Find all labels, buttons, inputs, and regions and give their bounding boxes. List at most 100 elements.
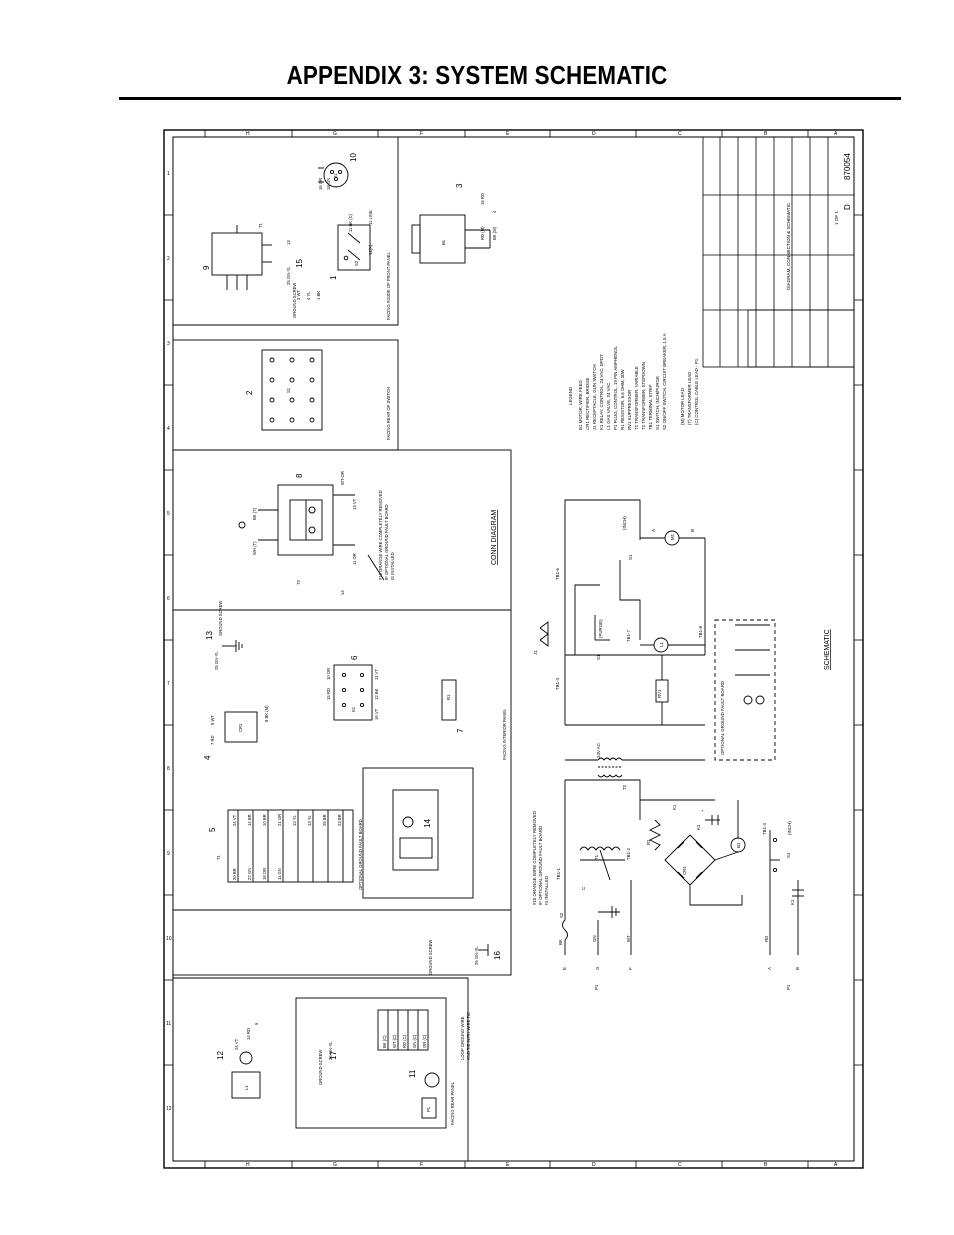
zone-number-6: 6 <box>167 596 170 602</box>
ground-screw-note-2: GROUND SCREW <box>218 601 223 636</box>
tb1-wire-22gn: 22 GN <box>247 868 252 880</box>
t1-label: T1 <box>258 222 263 228</box>
p1-plug <box>421 1097 437 1119</box>
callout-14: 14 <box>423 819 432 828</box>
zone-label-b-bottom: B <box>764 1162 768 1168</box>
sch-wire-gn: GN <box>592 935 597 942</box>
front-panel-labels: 3 WT 4 YL 1 BK 25 GN-YL 13 T1 GROUND SCR… <box>258 173 497 320</box>
tb1-wire-12yl: 12 YL <box>292 814 297 826</box>
callout-8: 8 <box>295 473 304 478</box>
front-panel-components <box>211 162 491 290</box>
zone-label-d-bottom: D <box>592 1162 596 1168</box>
node-tb1-1: TB1-1 <box>556 867 561 880</box>
node-tb1-6: TB1-6 <box>555 567 560 580</box>
t1-transformer <box>211 232 263 276</box>
drawing-frame <box>163 129 864 1169</box>
k1-wire-12bk: 12 BK <box>374 688 379 700</box>
callout-numbers: 1 2 3 4 5 6 7 8 9 10 11 12 13 14 15 16 1… <box>202 153 502 1078</box>
interior-panel-labels: K1 CR1 R1 T1 10 OR 15 RD 11 VT 12 BK 16 … <box>210 601 507 890</box>
callout-15: 15 <box>295 259 304 268</box>
sch-s2: S2 <box>559 912 564 918</box>
sch-pin-a-top: A <box>651 529 656 532</box>
sch-s1-top: S1 <box>628 554 633 560</box>
zone-label-b: B <box>764 131 768 137</box>
t2-labels: BK (T) WH (T) 13 VT WT-OR 11 OR 14 T2 #1… <box>252 471 395 595</box>
rear-panel-labels: L1 24 VT 14 RD 5 P1 BK (C) WT (C) RD (C)… <box>234 1012 471 1125</box>
t2-label: T2 <box>296 579 301 585</box>
sch-s1-bottom: S1 <box>786 852 791 858</box>
sch-l1: L1 <box>659 642 664 647</box>
cr1-wire-9wt: 9 WT <box>210 715 215 725</box>
tb1-terminal-strip <box>227 809 354 883</box>
drawing-number: 870054 <box>843 153 852 180</box>
tb1-wire-13yl: 13 YL <box>307 814 312 826</box>
t2-coil-bottom <box>597 774 623 778</box>
cr1-wire-8bk: 8 BK (M) <box>264 705 269 722</box>
zone-label-c: C <box>678 131 682 137</box>
t1-wire-1bk: 1 BK <box>316 291 321 300</box>
t2-wire-wtor: WT-OR <box>340 471 345 485</box>
zone-number-3: 3 <box>167 341 170 347</box>
b1-wire-4: 4 <box>492 210 497 213</box>
t1-wire-4yl: 4 YL <box>306 291 311 300</box>
ground-wire-26: 26 GN-YL <box>474 946 479 965</box>
ground-wire-26-rear: 26 GN-YL <box>328 1041 333 1060</box>
cr1-bridge <box>224 711 258 743</box>
callout-5: 5 <box>208 827 217 832</box>
zone-number-9: 9 <box>167 851 170 857</box>
t2-transformer <box>277 484 334 556</box>
tb1-label: T1 <box>216 854 221 860</box>
t1-wire-13: 13 <box>286 240 291 245</box>
legend-item-s1: S1 SWITCH, INCH/PURGE <box>655 376 660 430</box>
l1-gas-valve <box>231 1071 261 1099</box>
zone-number-4: 4 <box>167 426 170 432</box>
loop-ground-note-1: LOOP GROUND WIRE <box>460 1016 465 1060</box>
legend-title: LEGEND <box>568 387 573 405</box>
tb1-wire-18or: 18 OR <box>262 868 267 880</box>
tb1-wire-10br: 10 BR <box>262 814 267 826</box>
zone-label-a-bottom: A <box>834 1162 838 1168</box>
sch-wire-wt: WT <box>626 935 631 942</box>
p1-label: P1 <box>426 1106 431 1112</box>
schematic-title: SCHEMATIC <box>824 629 831 670</box>
s1-switch-labels: FACING REAR OF SWITCH S1 <box>286 387 391 440</box>
zone-number-10: 10 <box>166 936 172 942</box>
zone-label-h: H <box>246 131 250 137</box>
tb1-wire-24vt: 24 VT <box>232 814 237 826</box>
orange-note-3: IS INSTALLED <box>390 552 395 580</box>
sch-orange-note-3: IS INSTALLED <box>544 876 549 905</box>
sch-pin-b-bottom: B <box>795 967 800 970</box>
t1-coil <box>579 846 621 851</box>
k1-wire-10or: 10 OR <box>326 668 331 680</box>
sch-pin-b-top: B <box>690 529 695 532</box>
node-tb1-3: TB1-3 <box>762 822 767 835</box>
zone-number-1: 1 <box>167 171 170 177</box>
legend-lead-motor: (M) MOTOR LEAD <box>680 388 685 425</box>
b1-label: B1 <box>441 239 446 245</box>
schematic-circuit <box>539 499 804 955</box>
s1-label: S1 <box>286 387 291 393</box>
sch-p1-left: P1 <box>594 984 599 990</box>
loop-ground-note-2: AND TIE WITH WIRE TIE <box>466 1012 471 1060</box>
sch-b1: B1 <box>736 842 741 848</box>
sch-orange-note-1: #10 ORANGE WIRE COMPLETELY REMOVED <box>532 811 537 905</box>
sch-t2: T2 <box>622 784 627 790</box>
drawing-title: DIAGRAM, CONNECTION & SCHEMATIC <box>786 202 791 290</box>
t2-wire-13vt: 13 VT <box>352 498 357 510</box>
s2-breaker-symbol <box>562 919 568 941</box>
node-tb1-7: TB1-7 <box>626 629 631 642</box>
drawing-sheet: 1 OF 1 <box>834 211 839 225</box>
page-title: APPENDIX 3: SYSTEM SCHEMATIC <box>286 60 668 90</box>
sch-24vac: 24V AC <box>596 743 601 758</box>
t2-coil-top <box>597 757 623 761</box>
node-tb1-4: TB1-4 <box>555 677 560 690</box>
cr1-bridge-symbol <box>664 834 716 886</box>
sch-j1: J1 <box>533 650 538 655</box>
sch-gfb-note: OPTIONAL GROUND FAULT BOARD <box>720 681 725 755</box>
tb1-wire-21or: 21 OR <box>277 814 282 826</box>
zone-label-d: D <box>592 131 596 137</box>
b1-motor <box>419 214 466 264</box>
callout-17: 17 <box>329 1051 338 1060</box>
ground-screw-note-1: GROUND SCREW <box>292 283 297 318</box>
